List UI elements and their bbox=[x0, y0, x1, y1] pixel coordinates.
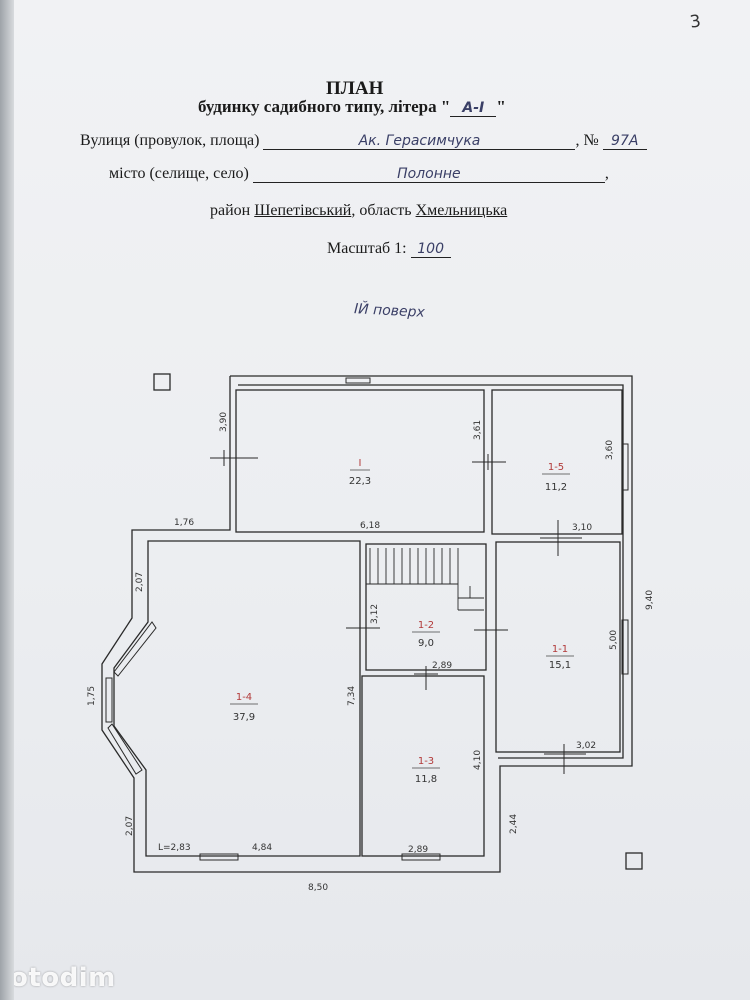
scale-line: Масштаб 1: 100 bbox=[327, 240, 451, 258]
dim-244: 2,44 bbox=[509, 814, 519, 834]
dim-361: 3,61 bbox=[473, 420, 483, 440]
street-label: Вулиця (провулок, площа) bbox=[80, 132, 260, 149]
staircase bbox=[366, 548, 484, 611]
dim-175: 1,75 bbox=[87, 686, 97, 706]
room-id: 1-4 bbox=[236, 692, 252, 703]
floor-plan-walls bbox=[101, 373, 643, 873]
city-value: Полонне bbox=[252, 166, 605, 183]
dim-734: 7,34 bbox=[347, 686, 357, 706]
room-id: 1-3 bbox=[418, 756, 434, 767]
plan-subtitle: будинку садибного типу, літера "А-І" bbox=[198, 97, 506, 117]
street-value: Ак. Герасимчука bbox=[263, 133, 576, 150]
dim-283: L=2,83 bbox=[158, 843, 191, 853]
corner-marker-top bbox=[153, 373, 171, 391]
number-label: , № bbox=[575, 132, 599, 149]
watermark-logo: otodim bbox=[14, 963, 116, 993]
room-area: 11,2 bbox=[545, 482, 567, 493]
dim-207a: 2,07 bbox=[135, 572, 145, 592]
litera-value: А-І bbox=[450, 100, 497, 117]
dimension-labels: 3,90 3,61 3,60 1,76 6,18 3,10 9,40 2,07 … bbox=[87, 412, 655, 893]
number-value: 97А bbox=[602, 133, 647, 150]
dim-484: 4,84 bbox=[252, 843, 272, 853]
windows bbox=[105, 377, 629, 861]
subtitle-prefix: будинку садибного типу, літера " bbox=[198, 97, 451, 116]
district-value: Шепетівський bbox=[254, 202, 352, 219]
dim-289b: 2,89 bbox=[408, 845, 428, 855]
district-line: район Шепетівський, область Хмельницька bbox=[210, 202, 507, 220]
dim-618: 6,18 bbox=[360, 521, 380, 531]
dim-176: 1,76 bbox=[174, 518, 194, 528]
doors bbox=[210, 450, 586, 774]
scale-value: 100 bbox=[410, 241, 451, 258]
dim-207b: 2,07 bbox=[125, 816, 135, 836]
dim-410: 4,10 bbox=[473, 750, 483, 770]
room-labels: І 22,3 1-5 11,2 1-2 9,0 1-1 15,1 1-4 37,… bbox=[230, 458, 574, 785]
dim-390: 3,90 bbox=[219, 412, 229, 432]
dim-500: 5,00 bbox=[609, 630, 619, 650]
dim-940: 9,40 bbox=[645, 590, 655, 610]
dim-850: 8,50 bbox=[308, 883, 328, 893]
dim-289a: 2,89 bbox=[432, 661, 452, 671]
region-sep: , область bbox=[351, 202, 412, 219]
room-id: 1-1 bbox=[552, 644, 568, 655]
room-id: 1-5 bbox=[548, 462, 564, 473]
city-label: місто (селище, село) bbox=[109, 165, 249, 182]
dim-360: 3,60 bbox=[605, 440, 615, 460]
room-id: 1-2 bbox=[418, 620, 434, 631]
street-line: Вулиця (провулок, площа) Ак. Герасимчука… bbox=[80, 132, 647, 150]
document-page: 3 ПЛАН будинку садибного типу, літера "А… bbox=[14, 0, 750, 1000]
corner-marker-bottom bbox=[625, 852, 643, 870]
scale-label: Масштаб 1: bbox=[327, 240, 407, 257]
dim-312: 3,12 bbox=[370, 604, 380, 624]
city-line: місто (селище, село) Полонне, bbox=[109, 165, 609, 183]
room-area: 22,3 bbox=[349, 476, 371, 487]
room-area: 9,0 bbox=[418, 638, 434, 649]
subtitle-suffix: " bbox=[496, 97, 506, 116]
room-area: 15,1 bbox=[549, 660, 571, 671]
room-area: 37,9 bbox=[233, 712, 255, 723]
district-label: район bbox=[210, 202, 251, 219]
room-id: І bbox=[359, 458, 362, 469]
plan-title: ПЛАН bbox=[326, 78, 384, 99]
room-area: 11,8 bbox=[415, 774, 437, 785]
dim-310: 3,10 bbox=[572, 523, 592, 533]
region-value: Хмельницька bbox=[415, 202, 508, 219]
floor-plan: 3,90 3,61 3,60 1,76 6,18 3,10 9,40 2,07 … bbox=[87, 373, 655, 893]
dim-302: 3,02 bbox=[576, 741, 596, 751]
binding-edge bbox=[0, 0, 14, 1000]
